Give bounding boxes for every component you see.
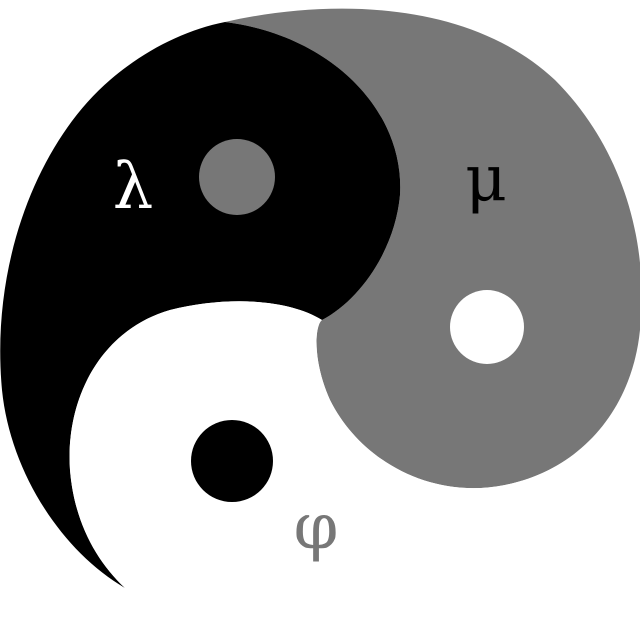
gray-region: [225, 8, 640, 489]
mu-symbol: μ: [465, 142, 507, 216]
white-region: [69, 301, 640, 640]
phi-symbol: φ: [294, 490, 339, 564]
black-dot-in-white: [191, 420, 273, 502]
black-region: [0, 22, 401, 588]
lambda-symbol: λ: [113, 150, 154, 224]
gray-dot-in-black: [199, 139, 275, 215]
white-dot-in-gray: [450, 290, 524, 364]
